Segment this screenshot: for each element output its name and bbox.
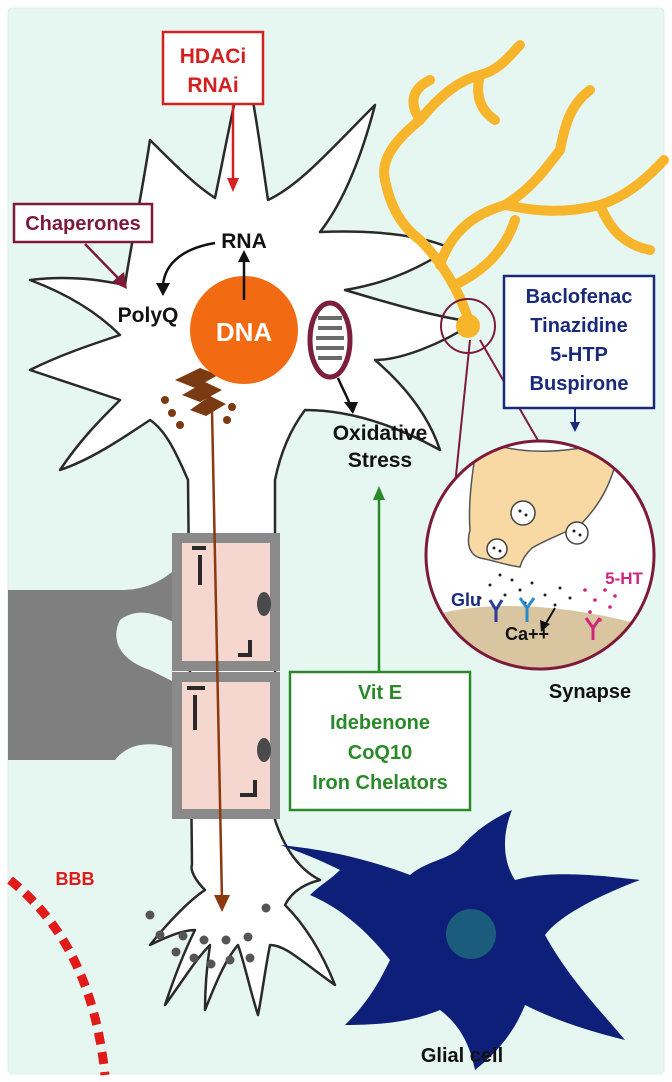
ca-label: Ca++ xyxy=(505,624,549,644)
chaperones-arrowhead xyxy=(112,272,127,289)
bouton-highlight xyxy=(440,298,496,354)
five-ht-label: 5-HT xyxy=(605,569,643,588)
golgi-apparatus xyxy=(161,368,236,429)
antioxidant-3: CoQ10 xyxy=(348,742,412,764)
axonal-transport-arrow xyxy=(210,409,224,901)
axonal-transport-arrowhead xyxy=(214,895,230,912)
mitochondrion xyxy=(307,300,353,380)
hdac-label-1: HDACi xyxy=(180,45,247,68)
glial-cell-label: Glial cell xyxy=(421,1045,503,1067)
transcription-arrowhead xyxy=(238,250,250,262)
chaperones-arrow xyxy=(84,243,119,279)
synapse-connector-1 xyxy=(454,339,471,486)
synapse-label: Synapse xyxy=(549,681,631,703)
synaptic-bouton xyxy=(456,314,480,338)
glu-label: Glu xyxy=(451,590,481,610)
rna-label: RNA xyxy=(221,230,267,253)
presynaptic-dendrite xyxy=(379,40,669,330)
synapse-drug-1: Baclofenac xyxy=(526,286,633,308)
chaperones-label: Chaperones xyxy=(25,213,141,235)
chaperones-box xyxy=(12,202,154,244)
oxidative-stress-label-2: Stress xyxy=(348,449,412,472)
glial-nucleus xyxy=(446,909,496,959)
hdac-box xyxy=(161,30,265,106)
hdac-label-2: RNAi xyxy=(187,74,238,97)
translation-arrowhead xyxy=(156,283,170,296)
antioxidant-4: Iron Chelators xyxy=(312,772,448,794)
synapse-drug-4: Buspirone xyxy=(530,373,629,395)
synapse-drug-2: Tinazidine xyxy=(530,315,627,337)
antioxidants-box xyxy=(288,670,472,812)
polyq-label: PolyQ xyxy=(118,304,179,327)
synapse-drug-3: 5-HTP xyxy=(550,344,608,366)
hdac-arrowhead xyxy=(227,178,239,192)
translation-arrow xyxy=(161,241,216,286)
myelin-sheath-upper xyxy=(172,533,280,671)
nucleus-dna xyxy=(190,276,298,384)
oxidative-stress-label-1: Oxidative xyxy=(333,422,428,445)
antioxidant-2: Idebenone xyxy=(330,712,430,734)
blood-brain-barrier xyxy=(7,876,110,1076)
bbb-label: BBB xyxy=(56,869,95,889)
terminal-vesicles xyxy=(145,903,271,969)
synapse-drugs-box xyxy=(502,274,656,410)
synapse-drugs-arrowhead xyxy=(570,422,580,432)
dna-label: DNA xyxy=(216,317,273,347)
antioxidant-1: Vit E xyxy=(358,682,402,704)
antioxidants-arrowhead xyxy=(373,486,385,500)
myelin-sheath-lower xyxy=(172,672,280,819)
ros-arrowhead xyxy=(344,402,358,414)
oligodendrocyte xyxy=(8,560,190,760)
